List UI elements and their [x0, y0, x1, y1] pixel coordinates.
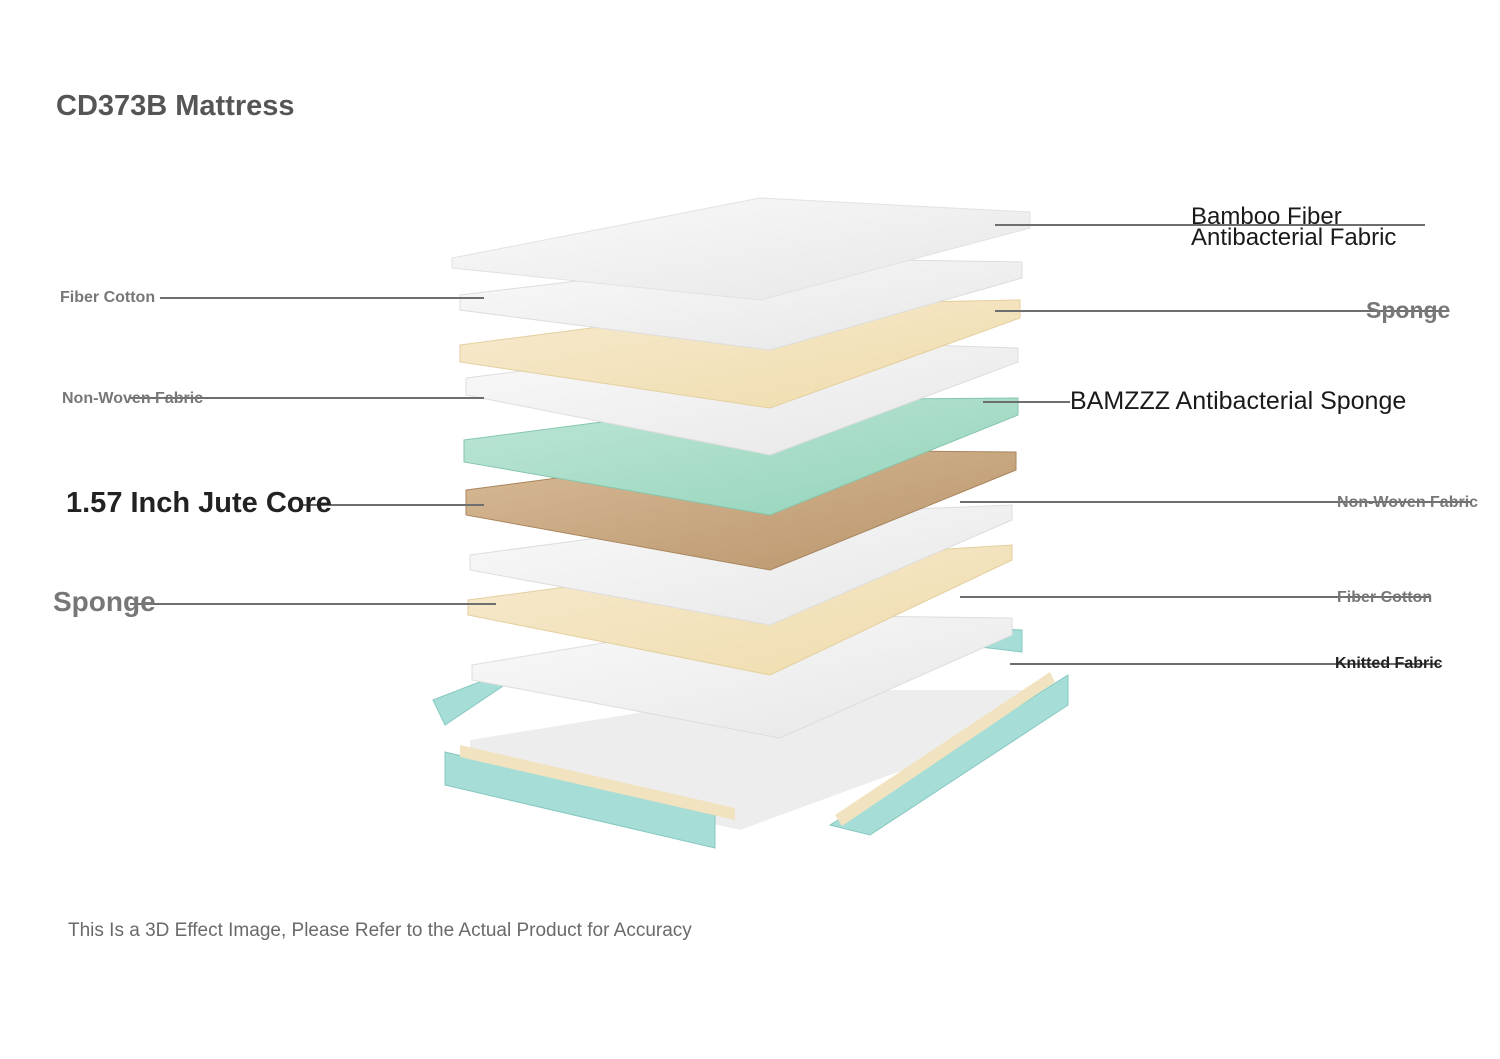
leader-lines: [130, 224, 1470, 665]
label-non-woven-right: Non-Woven Fabric: [1337, 494, 1479, 511]
base-tray: [432, 627, 1069, 849]
label-fiber-cotton-left: Fiber Cotton: [60, 289, 156, 306]
label-knitted-fabric: Knitted Fabric: [1335, 655, 1443, 672]
label-sponge-right: Sponge: [1366, 297, 1451, 323]
label-bamboo-line2: Antibacterial Fabric: [1191, 224, 1397, 251]
label-bamboo-fiber-fabric: Bamboo Fiber Antibacterial Fabric: [1191, 203, 1397, 251]
label-fiber-cotton-right: Fiber Cotton: [1337, 589, 1433, 606]
label-sponge-left: Sponge: [53, 586, 156, 617]
page-title: CD373B Mattress: [56, 90, 295, 122]
disclaimer-caption: This Is a 3D Effect Image, Please Refer …: [68, 920, 692, 941]
label-bamboo-line1: Bamboo Fiber: [1191, 203, 1342, 230]
label-bamzzz-sponge: BAMZZZ Antibacterial Sponge: [1070, 387, 1407, 415]
layer-bamboo-fabric: [451, 197, 1031, 301]
label-non-woven-left: Non-Woven Fabric: [62, 390, 204, 407]
label-jute-core: 1.57 Inch Jute Core: [66, 487, 332, 519]
